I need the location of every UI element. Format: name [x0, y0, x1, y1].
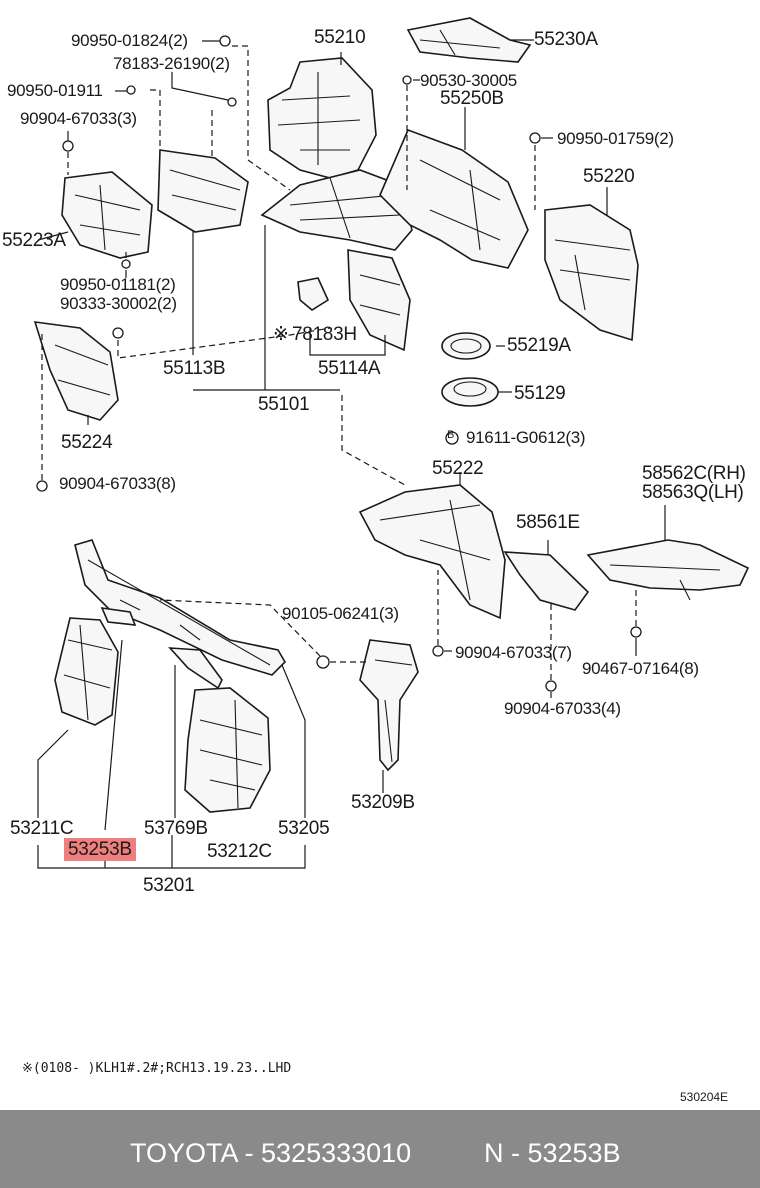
callout-90950-01824[interactable]: 90950-01824(2) [71, 31, 188, 50]
bolt-letter-B: B [447, 429, 455, 441]
callout-90950-01759[interactable]: 90950-01759(2) [557, 129, 674, 148]
callout-90904-67033-8[interactable]: 90904-67033(8) [59, 474, 176, 493]
callout-55224[interactable]: 55224 [61, 432, 113, 453]
callout-55129[interactable]: 55129 [514, 383, 566, 404]
callout-55222[interactable]: 55222 [432, 458, 484, 479]
footer-ref-number: N - 53253B [484, 1138, 621, 1168]
callout-90467-07164[interactable]: 90467-07164(8) [582, 659, 699, 678]
callout-90904-67033-4[interactable]: 90904-67033(4) [504, 699, 621, 718]
callout-58561E[interactable]: 58561E [516, 512, 580, 533]
callout-55219A[interactable]: 55219A [507, 335, 571, 356]
callout-90333-30002[interactable]: 90333-30002(2) [60, 294, 177, 313]
part-53212C-shape [184, 687, 271, 813]
callout-55114A[interactable]: 55114A [318, 358, 381, 379]
part-55250B-shape [379, 128, 529, 269]
part-58561E-shape [503, 551, 590, 611]
callout-90950-01911[interactable]: 90950-01911 [7, 81, 103, 100]
callout-53201[interactable]: 53201 [143, 875, 195, 896]
drawing-code: 530204E [680, 1090, 729, 1104]
callout-55250B[interactable]: 55250B [440, 88, 504, 109]
part-55220-shape [544, 204, 639, 342]
callout-58563Q-LH[interactable]: 58563Q(LH) [642, 482, 744, 503]
callout-90904-67033-7[interactable]: 90904-67033(7) [455, 643, 572, 662]
callout-90530-30005[interactable]: 90530-30005 [420, 71, 517, 90]
footer-bar: TOYOTA - 5325333010 N - 53253B [0, 1110, 760, 1188]
callout-90105-06241[interactable]: 90105-06241(3) [282, 604, 399, 623]
part-53209B-shape [359, 639, 419, 772]
part-55114A-shape [347, 249, 411, 352]
callout-90904-67033-3[interactable]: 90904-67033(3) [20, 109, 137, 128]
part-55223A-shape [61, 171, 153, 259]
callout-53212C[interactable]: 53212C [207, 841, 272, 862]
callout-53253B-highlighted[interactable]: 53253B [64, 838, 136, 861]
part-55113B-shape [157, 149, 249, 233]
callout-78183H[interactable]: 78183H [292, 324, 357, 345]
applicability-note: ※(0108- )KLH1#.2#;RCH13.19.23..LHD [22, 1061, 292, 1076]
part-53211C-shape [54, 617, 119, 726]
part-55224-shape [33, 321, 119, 421]
part-cowl-top-shape [260, 169, 413, 251]
part-58562C-shape [586, 539, 750, 591]
callout-55113B[interactable]: 55113B [163, 358, 226, 379]
callout-55210[interactable]: 55210 [314, 27, 366, 48]
callout-90950-01181[interactable]: 90950-01181(2) [60, 275, 176, 294]
callout-53769B[interactable]: 53769B [144, 818, 208, 839]
callout-78183-26190[interactable]: 78183-26190(2) [113, 54, 230, 73]
callout-55220[interactable]: 55220 [583, 166, 635, 187]
ref-mark-78183H: ※ [273, 324, 289, 345]
part-55210-shape [267, 57, 377, 179]
callout-55230A[interactable]: 55230A [534, 29, 598, 50]
callout-53211C[interactable]: 53211C [10, 818, 74, 839]
callout-91611-G0612[interactable]: 91611-G0612(3) [466, 428, 586, 447]
parts-drawing [33, 17, 750, 869]
part-55230A-shape [406, 17, 532, 63]
callout-53205[interactable]: 53205 [278, 818, 330, 839]
callout-58562C-RH[interactable]: 58562C(RH) [642, 463, 746, 484]
footer-part-number: TOYOTA - 5325333010 [130, 1138, 412, 1168]
callout-55101[interactable]: 55101 [258, 394, 310, 415]
part-53769B-shape [168, 647, 223, 690]
callout-55223A[interactable]: 55223A [2, 230, 66, 251]
part-55222-shape [358, 484, 506, 620]
parts-diagram [33, 17, 750, 869]
callout-53209B[interactable]: 53209B [351, 792, 415, 813]
part-53253B-shape [100, 607, 137, 626]
